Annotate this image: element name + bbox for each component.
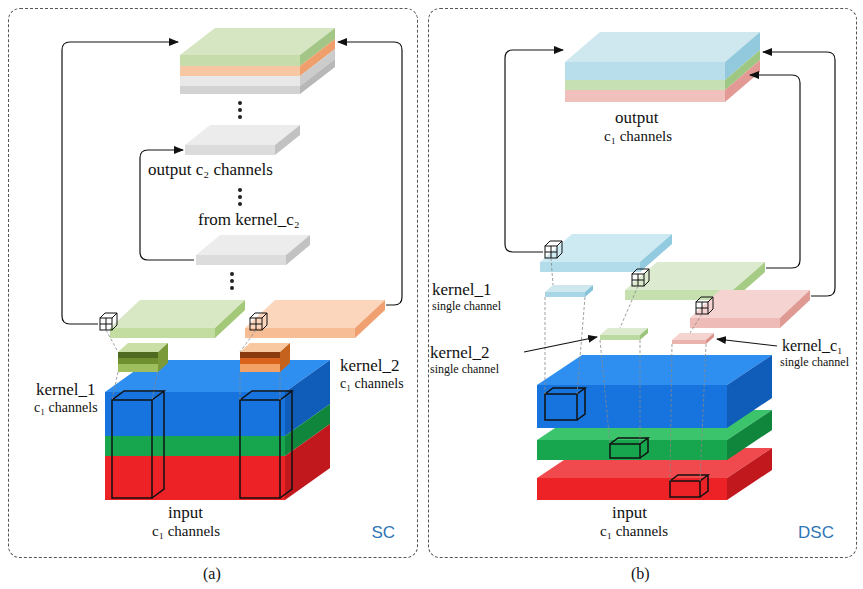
- annotation-label: c₁ channels: [34, 400, 98, 416]
- annotation-label: c₁ channels: [152, 523, 220, 540]
- annotation-label: output c₂ channels: [148, 160, 273, 180]
- annotation-label: single channel: [430, 363, 499, 377]
- kernel-block: [118, 343, 168, 372]
- output-stack: [180, 28, 335, 94]
- annotation-label: output: [615, 108, 658, 128]
- output-cube: [545, 241, 713, 314]
- panel-frame: DSC: [428, 8, 857, 558]
- annotation-label: input: [168, 503, 203, 523]
- panel-frame: SC: [8, 8, 418, 558]
- annotation-label: c₁ channels: [600, 523, 668, 540]
- annotation-label: kernel_2: [340, 356, 399, 376]
- panel-tag: SC: [371, 523, 395, 543]
- flow-arrow: [505, 50, 835, 352]
- annotation-label: input: [612, 503, 647, 523]
- pink-feature-map: [690, 290, 810, 328]
- output-cube: [100, 313, 267, 330]
- annotation-label: c₁ channels: [604, 128, 672, 145]
- annotation-label: kernel_1: [36, 380, 95, 400]
- annotation-label: kernel_2: [430, 343, 489, 363]
- projection-line: [545, 258, 706, 481]
- gray-feature-map: [196, 235, 310, 265]
- kernel-slice: [672, 333, 714, 344]
- annotation-label: kernel_1: [432, 280, 491, 300]
- kernel-slice: [600, 328, 648, 340]
- annotation-label: c₁ channels: [340, 376, 404, 392]
- annotation-label: kernel_c₁: [782, 337, 843, 355]
- receptive-field: [112, 391, 292, 498]
- annotation-label: single channel: [780, 356, 849, 370]
- annotation-label: from kernel_c₂: [198, 210, 300, 230]
- orange-feature-map: [245, 300, 385, 338]
- panel-tag: DSC: [798, 523, 834, 543]
- kernel-block: [240, 343, 290, 372]
- green-feature-map: [110, 300, 245, 338]
- input-tensor: [105, 360, 330, 500]
- projection-line: [106, 330, 280, 400]
- annotation-label: (a): [203, 565, 221, 583]
- gray-feature-map: [185, 125, 300, 155]
- receptive-field: [545, 388, 708, 497]
- annotation-label: single channel: [432, 300, 501, 314]
- kernel-slice: [545, 285, 593, 297]
- input-channel: [537, 355, 772, 428]
- output-stack: [565, 32, 760, 102]
- flow-arrow: [62, 42, 402, 324]
- annotation-label: (b): [631, 565, 650, 583]
